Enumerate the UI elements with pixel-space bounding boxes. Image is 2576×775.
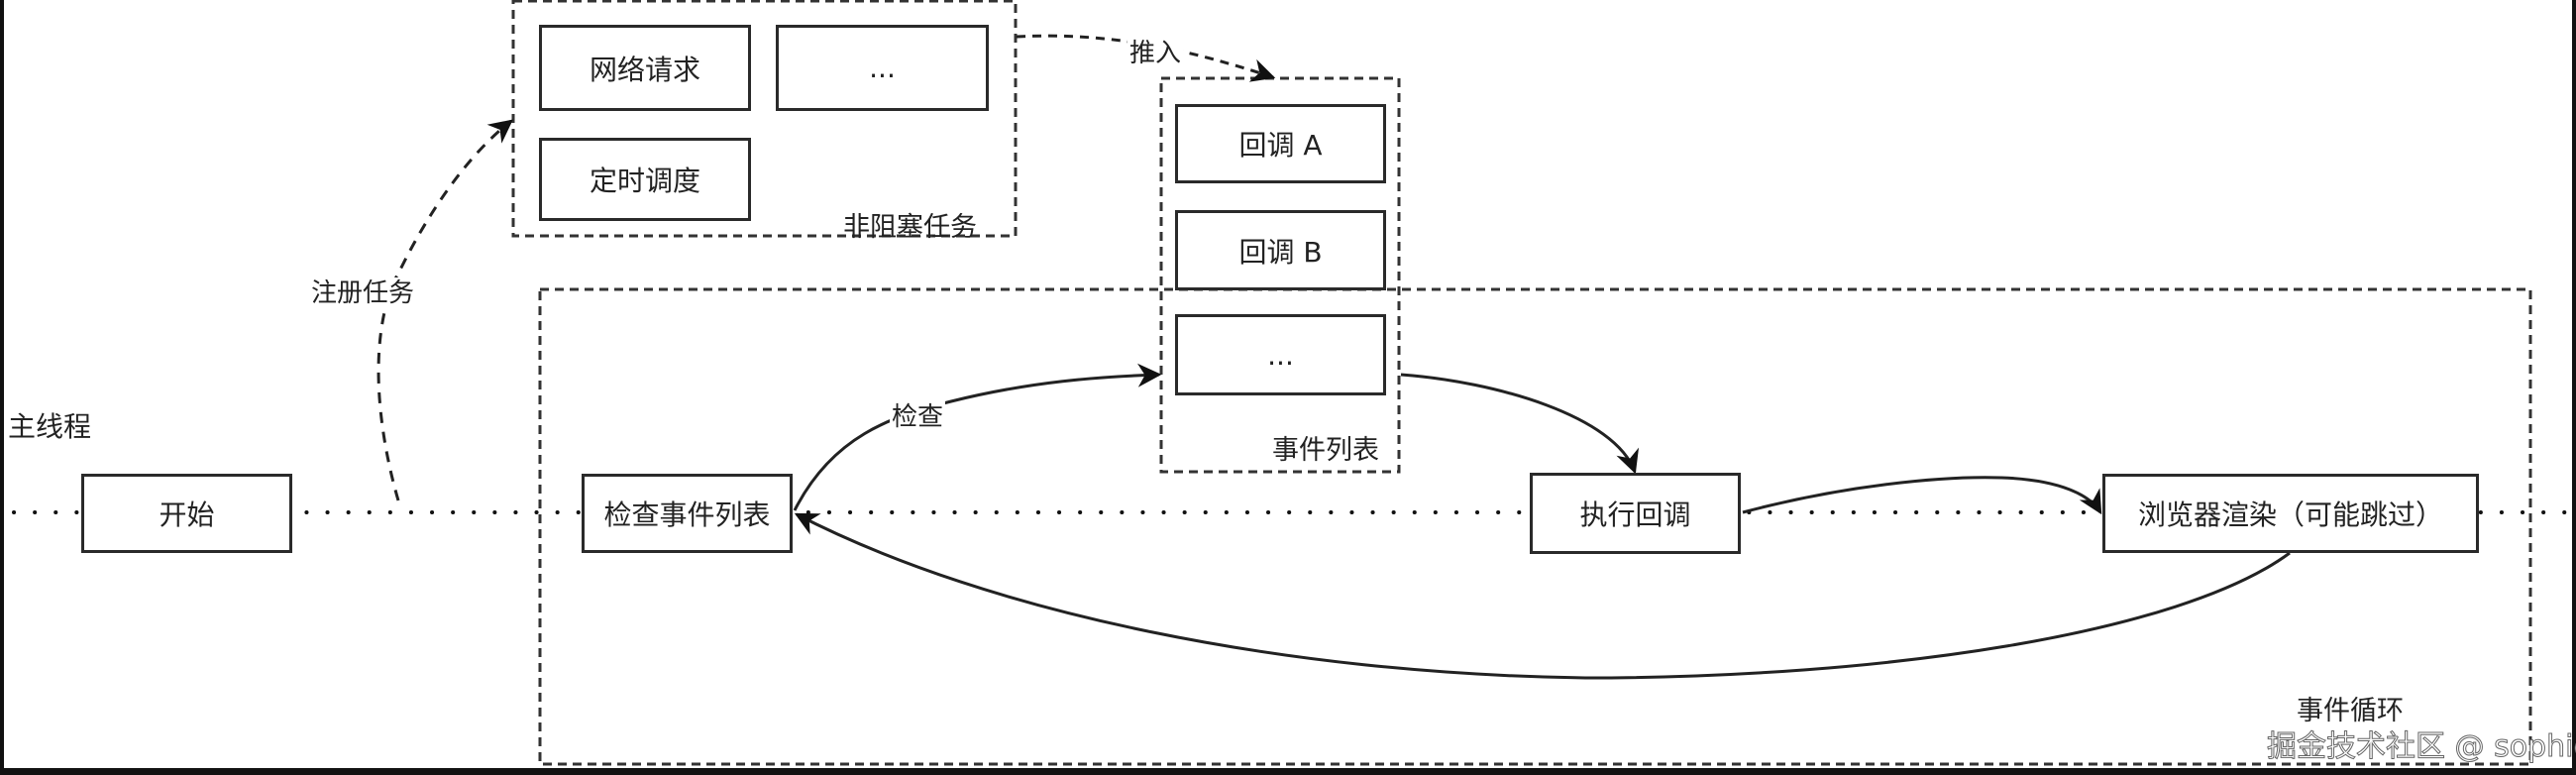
event-list-group-label: 事件列表 xyxy=(1272,435,1379,466)
edge-register-task xyxy=(376,119,513,501)
node-network-request[interactable]: 网络请求 xyxy=(539,25,751,111)
node-check-event-list[interactable]: 检查事件列表 xyxy=(582,474,793,553)
event-list-group-border xyxy=(1159,76,1401,474)
edge-exec-to-render xyxy=(1742,476,2102,515)
edge-label-push: 推入 xyxy=(1127,38,1184,69)
edge-dequeue xyxy=(1400,373,1639,475)
node-browser-render[interactable]: 浏览器渲染（可能跳过） xyxy=(2102,474,2479,553)
node-start[interactable]: 开始 xyxy=(81,474,292,553)
edge-label-check: 检查 xyxy=(890,401,946,433)
node-callback-more[interactable]: ... xyxy=(1175,314,1386,395)
watermark: 掘金技术社区 @ sophie旭 xyxy=(2267,729,2576,765)
frame-border-right xyxy=(2572,0,2576,775)
edge-check xyxy=(793,363,1162,511)
frame-border-left xyxy=(0,0,4,775)
edge-label-register-task: 注册任务 xyxy=(309,277,417,309)
non-blocking-group-border xyxy=(511,0,1018,238)
main-thread-label: 主线程 xyxy=(8,410,92,443)
node-callback-b[interactable]: 回调 B xyxy=(1175,210,1386,290)
node-execute-callback[interactable]: 执行回调 xyxy=(1530,473,1741,554)
node-timer-schedule[interactable]: 定时调度 xyxy=(539,138,751,221)
event-loop-group-label: 事件循环 xyxy=(2297,696,2404,726)
edge-loop-back xyxy=(794,512,2291,680)
frame-border-bottom xyxy=(0,768,2576,775)
node-callback-a[interactable]: 回调 A xyxy=(1175,104,1386,183)
node-more-tasks[interactable]: ... xyxy=(776,25,989,111)
non-blocking-group-label: 非阻塞任务 xyxy=(843,212,977,243)
